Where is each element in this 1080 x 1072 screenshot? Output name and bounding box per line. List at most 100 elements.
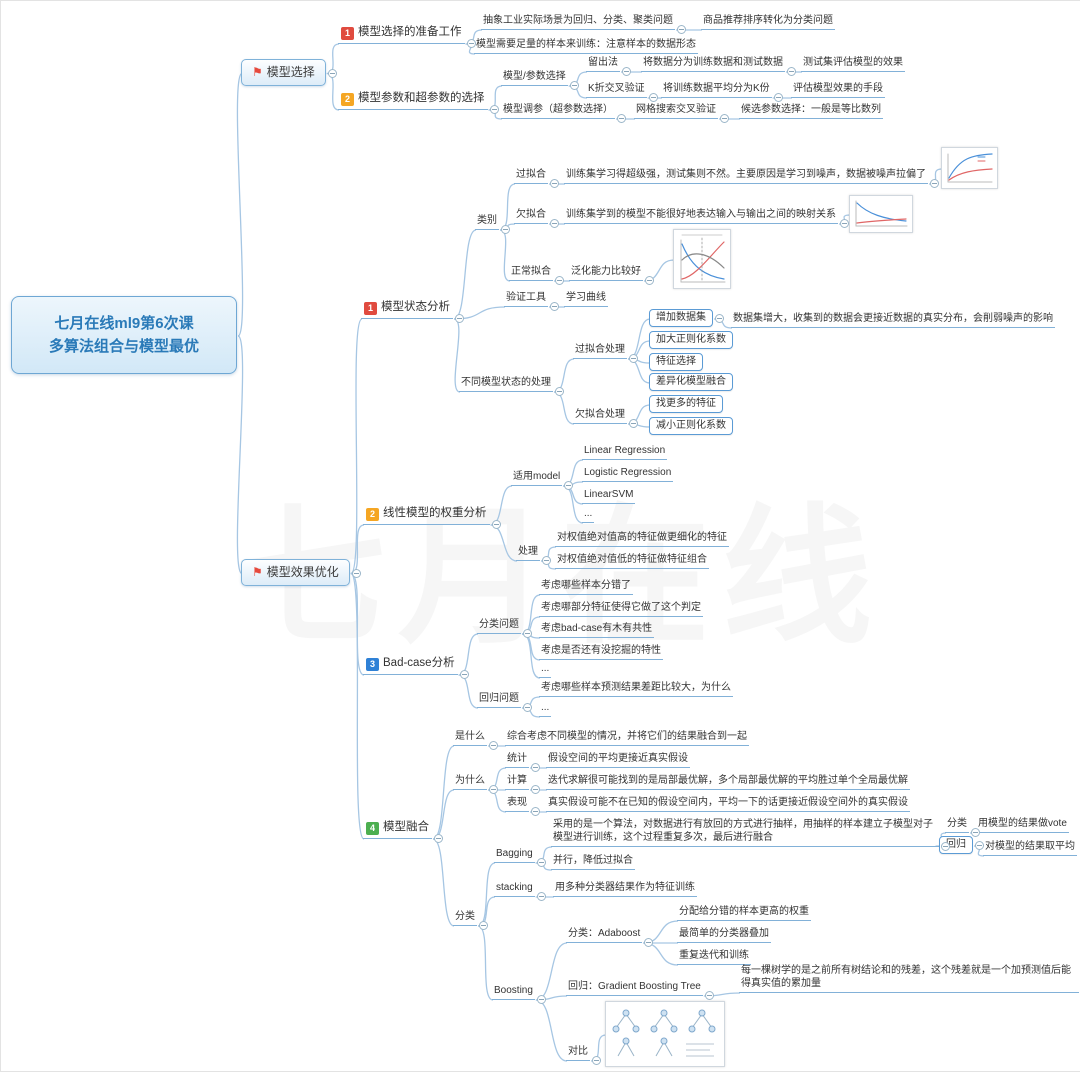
repeat-iteration-training[interactable]: 重复迭代和训练 [677,948,751,965]
diverse-model-ensemble[interactable]: 差异化模型融合 [649,373,733,391]
representational-reason[interactable]: 表现 [505,795,529,812]
models-ellipsis[interactable]: ... [582,506,595,523]
computational-reason[interactable]: 计算 [505,773,529,790]
boosting[interactable]: Boosting [492,983,535,1000]
bad-case-commonality[interactable]: 考虑bad-case有木有共性 [539,621,655,638]
collapse-toggle-icon[interactable] [555,387,564,396]
collapse-toggle-icon[interactable] [648,93,658,102]
underfitting-desc[interactable]: 训练集学到的模型不能很好地表达输入与输出之间的映射关系 [564,207,838,224]
collapse-toggle-icon[interactable] [434,834,443,843]
collapse-toggle-icon[interactable] [564,481,574,490]
collapse-toggle-icon[interactable] [327,68,337,78]
decrease-regularization[interactable]: 减小正则化系数 [649,417,733,435]
unmined-features[interactable]: 考虑是否还有没挖掘的特性 [539,643,663,660]
applicable-models[interactable]: 适用model [511,469,563,486]
collapse-toggle-icon[interactable] [531,763,540,772]
holdout-method[interactable]: 留出法 [586,55,620,72]
collapse-toggle-icon[interactable] [569,81,579,90]
collapse-toggle-icon[interactable] [930,179,939,188]
model-param-selection[interactable]: 模型/参数选择 [501,69,568,86]
collapse-toggle-icon[interactable] [720,114,729,123]
increase-regularization[interactable]: 加大正则化系数 [649,331,733,349]
underfitting[interactable]: 欠拟合 [514,207,548,224]
collapse-toggle-icon[interactable] [536,858,546,867]
combine-low-weight-features[interactable]: 对权值绝对值低的特征做特征组合 [555,552,709,569]
normal-fitting[interactable]: 正常拟合 [509,264,553,281]
comparison[interactable]: 对比 [566,1044,590,1061]
candidate-params-geometric[interactable]: 候选参数选择：一般是等比数列 [739,102,883,119]
statistical-reason[interactable]: 统计 [505,751,529,768]
branch-model-selection[interactable]: ⚑模型选择 [241,59,326,86]
add-dataset-desc[interactable]: 数据集增大，收集到的数据会更接近数据的真实分布，会削弱噪声的影响 [731,311,1055,328]
comparison-diagram-thumbnail[interactable] [605,1001,725,1067]
linear-svm[interactable]: LinearSVM [582,487,636,504]
overfitting-desc[interactable]: 训练集学习得超级强，测试集则不然。主要原因是学习到噪声，数据被噪声拉偏了 [564,167,928,184]
stack-simple-classifiers[interactable]: 最简单的分类器叠加 [677,926,771,943]
gbdt-desc[interactable]: 每一棵树学的是之前所有树结论和的残差，这个残差就是一个加预测值后能得真实值的累加… [739,963,1079,993]
collapse-toggle-icon[interactable] [704,991,714,1000]
feature-selection[interactable]: 特征选择 [649,353,703,371]
collapse-toggle-icon[interactable] [840,219,849,228]
collapse-toggle-icon[interactable] [459,670,469,679]
why-ensemble[interactable]: 为什么 [453,773,487,790]
bagging[interactable]: Bagging [494,846,535,863]
collapse-toggle-icon[interactable] [489,741,498,750]
collapse-toggle-icon[interactable] [536,892,546,901]
collapse-toggle-icon[interactable] [787,67,796,76]
collapse-toggle-icon[interactable] [455,314,464,323]
abstract-industry-scene[interactable]: 抽象工业实际场景为回归、分类、聚类问题 [481,13,675,30]
split-train-test-data[interactable]: 将数据分为训练数据和测试数据 [641,55,785,72]
overfitting-chart-thumbnail[interactable] [941,147,998,189]
collapse-toggle-icon[interactable] [555,276,564,285]
collapse-toggle-icon[interactable] [550,179,559,188]
parallel-reduce-overfit[interactable]: 并行，降低过拟合 [551,853,635,870]
collapse-toggle-icon[interactable] [677,25,686,34]
collapse-toggle-icon[interactable] [501,225,510,234]
collapse-toggle-icon[interactable] [975,841,984,850]
collapse-toggle-icon[interactable] [644,938,654,947]
classification-problem[interactable]: 分类问题 [477,617,521,634]
collapse-toggle-icon[interactable] [523,629,532,638]
computational-desc[interactable]: 迭代求解很可能找到的是局部最优解，多个局部最优解的平均胜过单个全局最优解 [546,773,910,790]
model-tuning[interactable]: 模型调参（超参数选择） [501,102,615,119]
statistical-desc[interactable]: 假设空间的平均更接近真实假设 [546,751,690,768]
weight-handling[interactable]: 处理 [516,544,540,561]
collapse-toggle-icon[interactable] [542,556,551,565]
collapse-toggle-icon[interactable] [629,354,638,363]
collapse-toggle-icon[interactable] [617,114,626,123]
reweight-misclassified[interactable]: 分配给分错的样本更高的权重 [677,904,811,921]
state-category[interactable]: 类别 [475,213,499,230]
collapse-toggle-icon[interactable] [592,1056,601,1065]
branch-model-optimization[interactable]: ⚑模型效果优化 [241,559,350,586]
learning-curve[interactable]: 学习曲线 [564,290,608,307]
validation-tool[interactable]: 验证工具 [504,290,548,307]
average-result[interactable]: 对模型的结果取平均 [983,839,1077,856]
logistic-regression[interactable]: Logistic Regression [582,465,674,482]
collapse-toggle-icon[interactable] [351,568,361,578]
classification-ellipsis[interactable]: ... [539,661,552,678]
gbdt-regression[interactable]: 回归：Gradient Boosting Tree [566,979,703,996]
bagging-desc[interactable]: 采用的是一个算法，对数据进行有放回的方式进行抽样，用抽样的样本建立子模型对子模型… [551,817,939,847]
collapse-toggle-icon[interactable] [629,419,638,428]
stacking-desc[interactable]: 用多种分类器结果作为特征训练 [553,880,697,897]
good-generalization[interactable]: 泛化能力比较好 [569,264,643,281]
which-features-decision[interactable]: 考虑哪部分特征使得它做了这个判定 [539,600,703,617]
large-error-samples[interactable]: 考虑哪些样本预测结果差距比较大，为什么 [539,680,733,697]
what-is-ensemble[interactable]: 是什么 [453,729,487,746]
recommendation-to-classification[interactable]: 商品推荐排序转化为分类问题 [701,13,835,30]
sufficient-samples[interactable]: 模型需要足量的样本来训练：注意样本的数据形态 [474,37,698,54]
collapse-toggle-icon[interactable] [971,828,980,837]
what-is-ensemble-desc[interactable]: 综合考虑不同模型的情况，并将它们的结果融合到一起 [505,729,749,746]
collapse-toggle-icon[interactable] [773,93,783,102]
evaluate-model-means[interactable]: 评估模型效果的手段 [791,81,885,98]
state-handling[interactable]: 不同模型状态的处理 [459,375,553,392]
ensemble-categories[interactable]: 分类 [453,909,477,926]
adaboost-classification[interactable]: 分类：Adaboost [566,926,643,943]
add-dataset[interactable]: 增加数据集 [649,309,713,327]
